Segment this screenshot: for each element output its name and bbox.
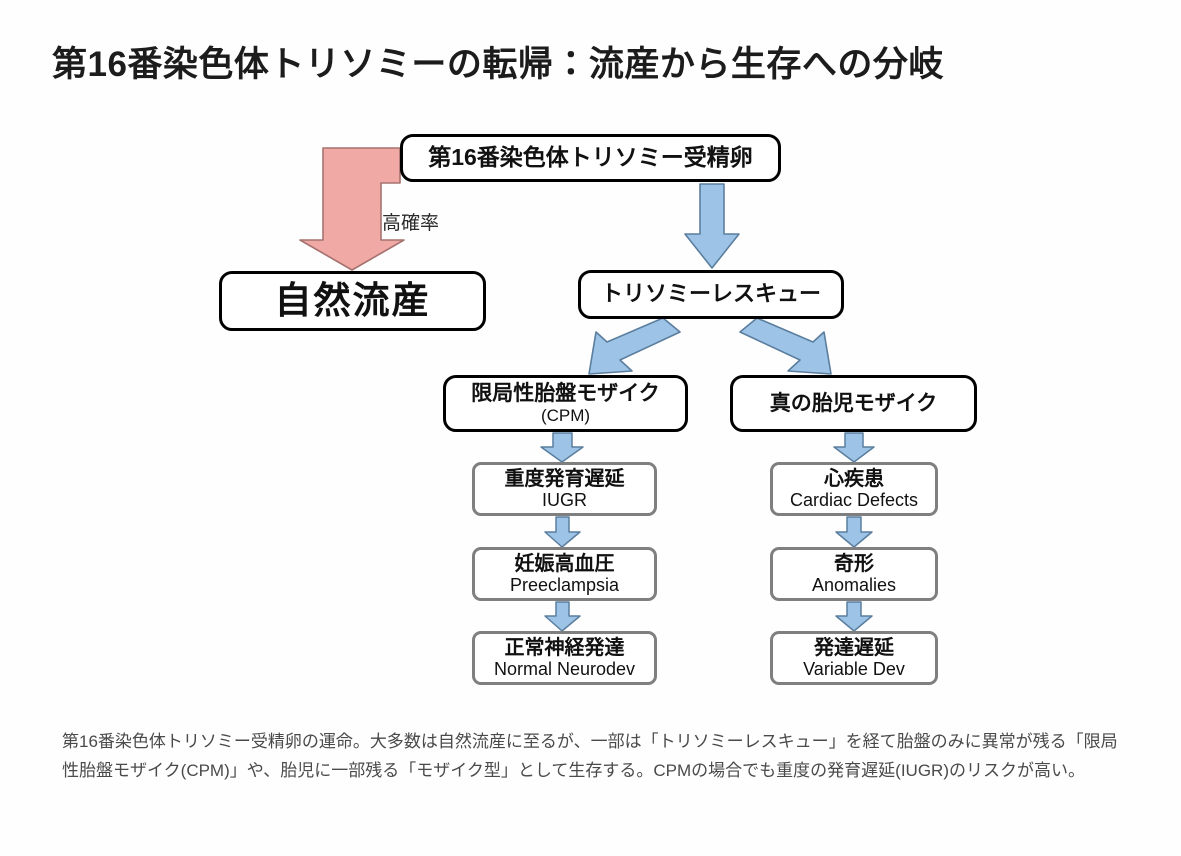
arrow-rescue-to-cpm (588, 317, 681, 375)
arrow-cpm-to-iugr (540, 432, 584, 463)
node-cpm[interactable]: 限局性胎盤モザイク (CPM) (443, 375, 688, 432)
node-cardiac-defects-label-en: Cardiac Defects (789, 490, 919, 511)
node-normal-neurodev[interactable]: 正常神経発達 Normal Neurodev (472, 631, 657, 685)
node-anomalies-label-en: Anomalies (811, 575, 897, 596)
node-variable-dev-label-jp: 発達遅延 (814, 636, 894, 659)
arrow-iugr-to-preeclampsia (544, 516, 581, 548)
node-normal-neurodev-label-jp: 正常神経発達 (504, 636, 625, 659)
node-preeclampsia-label-jp: 妊娠高血圧 (514, 552, 615, 575)
node-anomalies-label-jp: 奇形 (834, 552, 874, 575)
node-cpm-label-jp: 限局性胎盤モザイク (471, 382, 660, 406)
node-iugr-label-en: IUGR (542, 490, 587, 511)
node-true-fetal-mosaic[interactable]: 真の胎児モザイク (730, 375, 977, 432)
node-zygote[interactable]: 第16番染色体トリソミー受精卵 (400, 134, 781, 182)
node-trisomy-rescue[interactable]: トリソミーレスキュー (578, 270, 844, 319)
figure-caption: 第16番染色体トリソミー受精卵の運命。大多数は自然流産に至るが、一部は「トリソミ… (62, 732, 1118, 781)
arrow-anomalies-to-variable-dev (835, 601, 873, 632)
arrow-true-mosaic-to-cardiac (833, 432, 875, 463)
node-true-fetal-mosaic-label-jp: 真の胎児モザイク (769, 391, 938, 415)
edge-label-high-probability: 高確率 (382, 213, 440, 234)
node-iugr[interactable]: 重度発育遅延 IUGR (472, 462, 657, 516)
arrow-rescue-to-true-mosaic (739, 317, 832, 375)
node-normal-neurodev-label-en: Normal Neurodev (493, 659, 636, 680)
node-cardiac-defects[interactable]: 心疾患 Cardiac Defects (770, 462, 938, 516)
node-miscarriage-label-jp: 自然流産 (274, 280, 431, 322)
node-preeclampsia[interactable]: 妊娠高血圧 Preeclampsia (472, 547, 657, 601)
node-zygote-label-jp: 第16番染色体トリソミー受精卵 (428, 144, 753, 171)
node-cardiac-defects-label-jp: 心疾患 (824, 467, 884, 490)
node-variable-dev-label-en: Variable Dev (803, 659, 905, 680)
arrow-cardiac-to-anomalies (835, 516, 873, 548)
node-variable-dev[interactable]: 発達遅延 Variable Dev (770, 631, 938, 685)
page-title: 第16番染色体トリソミーの転帰：流産から生存への分岐 (52, 45, 944, 84)
node-trisomy-rescue-label-jp: トリソミーレスキュー (600, 281, 821, 307)
node-cpm-label-en: (CPM) (540, 405, 591, 425)
node-miscarriage[interactable]: 自然流産 (219, 271, 486, 331)
arrow-zygote-to-rescue (684, 183, 740, 269)
node-iugr-label-jp: 重度発育遅延 (504, 467, 625, 490)
node-anomalies[interactable]: 奇形 Anomalies (770, 547, 938, 601)
node-preeclampsia-label-en: Preeclampsia (509, 575, 620, 596)
arrow-preeclampsia-to-neurodev (544, 601, 581, 632)
